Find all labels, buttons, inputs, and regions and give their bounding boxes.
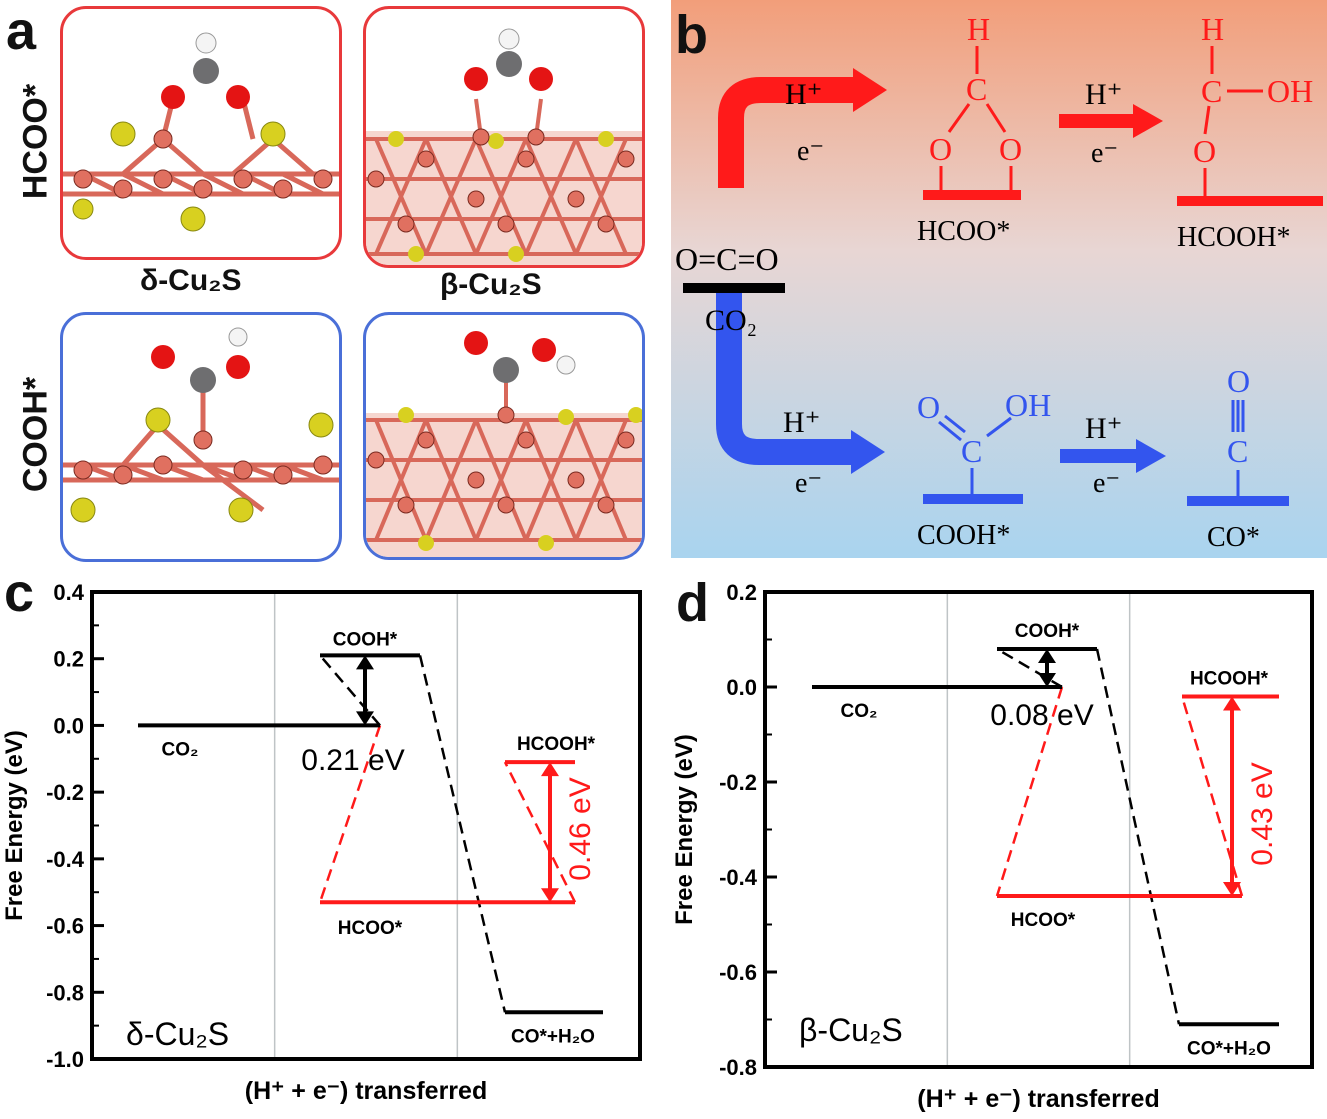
hcooh-atom-o: O [1193, 133, 1216, 169]
y-tick-label: 0.0 [726, 675, 757, 700]
structure-delta-cooh [60, 312, 342, 562]
step-top-2: H⁺ [1085, 78, 1123, 111]
y-tick-label: -0.8 [46, 980, 84, 1005]
hcoo-label: HCOO* [917, 216, 1010, 247]
panel-a-label: a [6, 1, 37, 61]
state-label-co2: CO₂ [841, 701, 878, 722]
barrier-arrow-hcooh-head-bottom [1223, 882, 1241, 896]
hcoo-atom-c: C [966, 71, 987, 107]
y-tick-label: -0.6 [719, 960, 757, 985]
hcooh-atom-h: H [1201, 11, 1224, 47]
step-bottom-4: e⁻ [1093, 468, 1120, 499]
structure-beta-hcoo-drawing [366, 28, 642, 265]
row-label-hcoo: HCOO* [16, 83, 55, 200]
y-axis-label: Free Energy (eV) [1, 730, 28, 921]
barrier-label-hcooh: 0.43 eV [1246, 762, 1279, 865]
panel-b-label: b [675, 5, 708, 65]
cooh-label: COOH* [917, 520, 1010, 551]
connector-co2-cooh [996, 647, 1063, 689]
structure-delta-hcoo [60, 6, 342, 260]
material-label: δ-Cu₂S [126, 1016, 229, 1052]
x-axis-label: (H⁺ + e⁻) transferred [245, 1077, 487, 1105]
hcoo-atom-o-left: O [929, 131, 952, 167]
chart-c: 0.4 0.2 0.0 -0.2 -0.4 -0.6 -0.8 -1.0 (H⁺ + e⁻) t… [1, 580, 642, 1105]
y-tick-label: -0.8 [719, 1055, 757, 1080]
barrier-arrow-hcooh-head-top [1223, 696, 1241, 711]
co2-label: CO₂ [705, 304, 757, 337]
hcooh-group-oh: OH [1267, 73, 1313, 109]
y-axis-label: Free Energy (eV) [671, 734, 698, 925]
y-tick-label: -0.2 [719, 770, 757, 795]
connector-cooh-co [418, 655, 507, 1013]
column-label-delta-top: δ-Cu₂S [140, 264, 242, 297]
y-tick-label: -0.2 [46, 780, 84, 805]
state-label-co-h2o: CO*+H₂O [511, 1026, 595, 1047]
connector-cooh-co [1095, 648, 1181, 1025]
step-top-3: H⁺ [783, 406, 821, 439]
structure-beta-cooh [363, 312, 645, 560]
barrier-arrow-cooh-head-top [356, 655, 374, 670]
co-atom-o: O [1227, 363, 1250, 399]
panel-c-label: c [4, 563, 35, 623]
y-tick-label: -0.4 [46, 847, 85, 872]
barrier-arrow-hcooh-head-bottom [541, 888, 559, 903]
y-tick-label: 0.2 [726, 580, 757, 605]
plot-frame [90, 590, 642, 1061]
panel-b: H⁺ e⁻ H⁺ e⁻ H⁺ e⁻ H⁺ e⁻ O=C=O CO₂ H C O … [671, 0, 1327, 558]
state-label-hcooh: HCOOH* [1190, 669, 1269, 690]
barrier-arrow-hcooh-head-top [541, 762, 559, 777]
barrier-label-cooh: 0.08 eV [990, 699, 1093, 732]
co-atom-c: C [1227, 433, 1248, 469]
hcoo-atom-o-right: O [999, 131, 1022, 167]
connector-co2-cooh [319, 654, 381, 727]
barrier-label-hcooh: 0.46 eV [564, 777, 597, 880]
barrier-arrow-cooh-head-bottom [356, 711, 374, 726]
hcooh-atom-c: C [1201, 73, 1222, 109]
connector-hcoo-hcooh [1180, 696, 1244, 897]
cooh-group-oh: OH [1005, 387, 1051, 423]
barrier-arrow-cooh-head-bottom [1038, 673, 1056, 687]
cooh-atom-c: C [961, 433, 982, 469]
y-tick-label: 0.4 [53, 580, 84, 605]
barrier-arrow-cooh-head-top [1038, 649, 1056, 663]
co-label: CO* [1207, 522, 1260, 553]
y-tick-label: 0.2 [53, 647, 84, 672]
y-tick-label: -0.4 [719, 865, 758, 890]
chart-d: 0.2 0.0 -0.2 -0.4 -0.6 -0.8 (H⁺ + e⁻) transfer… [671, 580, 1314, 1113]
structure-beta-hcoo [363, 6, 645, 268]
barrier-label-cooh: 0.21 eV [301, 744, 404, 777]
x-axis-label: (H⁺ + e⁻) transferred [917, 1085, 1159, 1113]
state-label-hcoo: HCOO* [1011, 910, 1076, 931]
hcooh-label: HCOOH* [1177, 222, 1291, 253]
state-label-hcooh: HCOOH* [517, 734, 596, 755]
structure-delta-hcoo-drawing [63, 32, 339, 232]
co2-formula: O=C=O [675, 241, 779, 277]
state-label-hcoo: HCOO* [338, 918, 403, 939]
column-label-beta-top: β-Cu₂S [440, 268, 542, 301]
step-bottom-2: e⁻ [1091, 138, 1118, 169]
step-top-1: H⁺ [785, 78, 823, 111]
cooh-atom-o: O [917, 389, 940, 425]
panel-d-label: d [676, 573, 709, 633]
structure-delta-cooh-drawing [63, 327, 339, 523]
row-label-cooh: COOH* [16, 376, 55, 493]
step-bottom-3: e⁻ [795, 468, 822, 499]
y-tick-label: 0.0 [53, 713, 84, 738]
state-label-cooh: COOH* [333, 629, 398, 650]
panel-b-scheme: H⁺ e⁻ H⁺ e⁻ H⁺ e⁻ H⁺ e⁻ O=C=O CO₂ H C O … [671, 0, 1327, 558]
hcoo-atom-h: H [967, 11, 990, 47]
step-top-4: H⁺ [1085, 412, 1123, 445]
connector-hcoo-hcooh [503, 761, 577, 903]
state-label-co-h2o: CO*+H₂O [1187, 1038, 1271, 1059]
connector-co2-hcoo [318, 725, 382, 903]
state-label-cooh: COOH* [1015, 621, 1080, 642]
structure-beta-cooh-drawing [366, 331, 642, 557]
step-bottom-1: e⁻ [797, 136, 824, 167]
state-label-co2: CO₂ [162, 739, 199, 760]
connector-co2-hcoo [995, 686, 1064, 897]
y-tick-label: -0.6 [46, 914, 84, 939]
plot-frame [763, 590, 1314, 1069]
material-label: β-Cu₂S [799, 1012, 903, 1048]
y-tick-label: -1.0 [46, 1047, 84, 1072]
